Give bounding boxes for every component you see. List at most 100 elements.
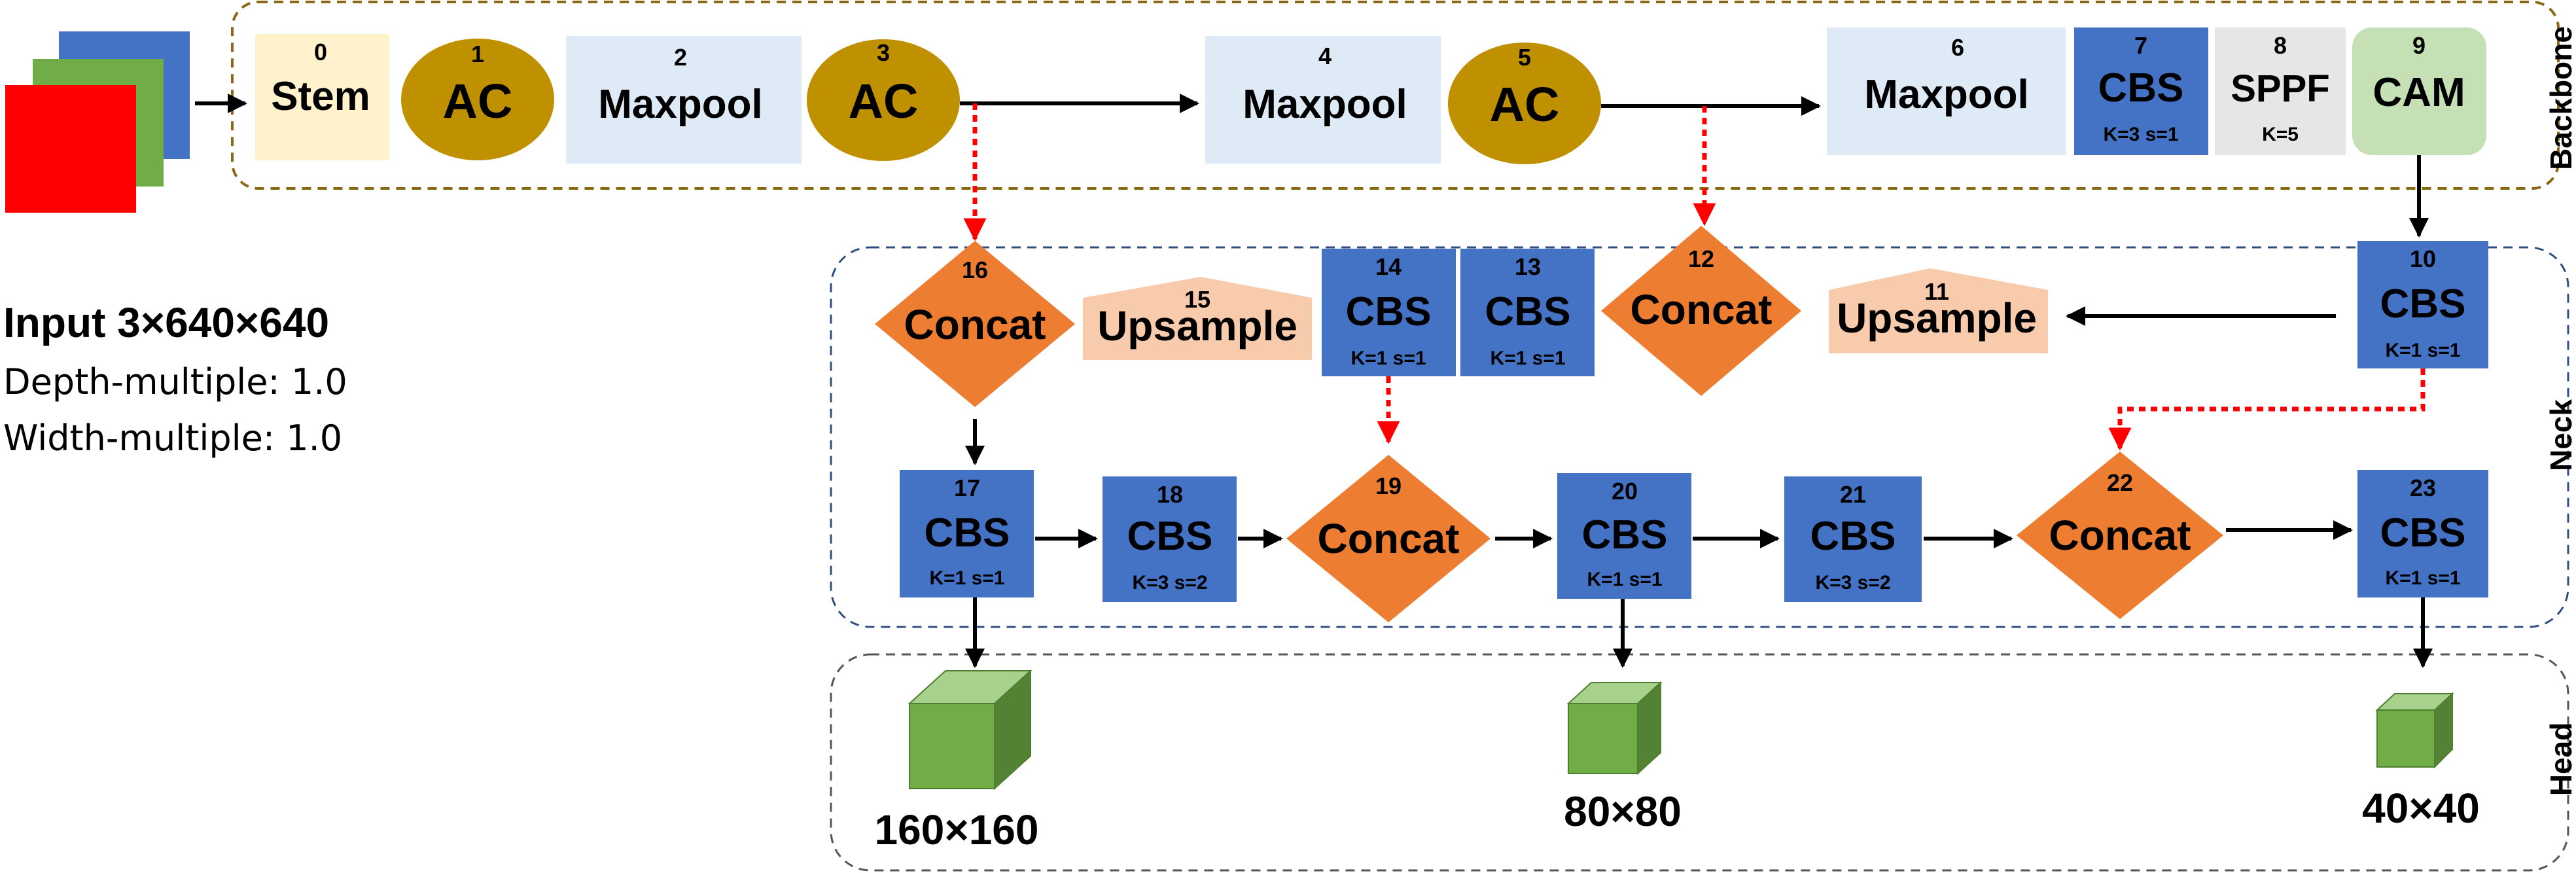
- svg-text:19: 19: [1375, 472, 1402, 499]
- input-depth-multiple: Depth-multiple: 1.0: [3, 361, 347, 402]
- svg-text:K=1 s=1: K=1 s=1: [2385, 340, 2460, 361]
- svg-text:CBS: CBS: [1582, 512, 1668, 558]
- node-19-concat: 19 Concat: [1286, 455, 1491, 622]
- svg-text:CBS: CBS: [2380, 281, 2466, 327]
- node-8-sppf: 8 SPPF K=5: [2215, 27, 2346, 155]
- svg-text:6: 6: [1951, 34, 1964, 61]
- input-title: Input 3×640×640: [3, 299, 329, 346]
- svg-text:K=5: K=5: [2262, 124, 2299, 145]
- input-channel-red: [5, 85, 136, 213]
- svg-text:Maxpool: Maxpool: [1243, 82, 1407, 127]
- svg-text:CBS: CBS: [1485, 289, 1571, 334]
- svg-text:20: 20: [1612, 478, 1638, 505]
- svg-text:CBS: CBS: [1346, 289, 1432, 334]
- svg-text:K=3 s=1: K=3 s=1: [2103, 124, 2178, 145]
- svg-text:15: 15: [1184, 286, 1210, 313]
- svg-text:CBS: CBS: [2098, 65, 2184, 111]
- svg-text:Stem: Stem: [271, 74, 370, 119]
- svg-text:K=1 s=1: K=1 s=1: [1587, 569, 1662, 590]
- svg-text:K=1 s=1: K=1 s=1: [2385, 567, 2460, 589]
- node-2-maxpool: 2 Maxpool: [566, 36, 802, 164]
- svg-text:4: 4: [1318, 43, 1332, 69]
- svg-text:9: 9: [2412, 32, 2426, 59]
- svg-text:Concat: Concat: [1631, 286, 1773, 333]
- neck-label: Neck: [2544, 399, 2576, 471]
- svg-text:1: 1: [471, 41, 484, 67]
- node-23-cbs: 23 CBS K=1 s=1: [2357, 470, 2488, 597]
- head-cube-40: [2375, 692, 2454, 769]
- node-15-upsample: 15 Upsample: [1083, 277, 1312, 360]
- svg-text:21: 21: [1840, 481, 1866, 508]
- svg-text:K=3 s=2: K=3 s=2: [1815, 572, 1890, 594]
- svg-text:AC: AC: [443, 74, 513, 128]
- head-size-80: 80×80: [1564, 788, 1682, 835]
- head-size-40: 40×40: [2362, 785, 2480, 832]
- svg-text:22: 22: [2107, 469, 2133, 496]
- svg-text:8: 8: [2274, 32, 2287, 59]
- node-16-concat: 16 Concat: [875, 241, 1075, 407]
- svg-text:CBS: CBS: [1127, 514, 1213, 559]
- node-18-cbs: 18 CBS K=3 s=2: [1103, 476, 1237, 602]
- head-size-160: 160×160: [875, 806, 1039, 853]
- node-0-stem: 0 Stem: [255, 34, 389, 160]
- svg-text:Concat: Concat: [2049, 512, 2191, 559]
- svg-text:5: 5: [1518, 44, 1531, 71]
- input-image-stack: [5, 31, 190, 213]
- svg-text:Concat: Concat: [904, 301, 1046, 348]
- svg-text:AC: AC: [849, 74, 919, 128]
- svg-text:CBS: CBS: [925, 510, 1010, 556]
- node-1-ac: 1 AC: [401, 39, 554, 160]
- svg-text:3: 3: [877, 39, 890, 66]
- svg-text:13: 13: [1515, 253, 1541, 280]
- head-cube-160: [908, 669, 1032, 791]
- svg-text:K=1 s=1: K=1 s=1: [1490, 347, 1565, 369]
- svg-text:12: 12: [1688, 245, 1714, 272]
- node-9-cam: 9 CAM: [2352, 27, 2486, 155]
- backbone-label: Backbone: [2544, 26, 2576, 170]
- node-4-maxpool: 4 Maxpool: [1205, 36, 1441, 164]
- node-11-upsample: 11 Upsample: [1829, 268, 2048, 353]
- head-label: Head: [2544, 722, 2576, 796]
- svg-text:Concat: Concat: [1318, 515, 1460, 562]
- node-14-cbs: 14 CBS K=1 s=1: [1322, 249, 1456, 376]
- svg-text:7: 7: [2134, 32, 2147, 59]
- node-5-ac: 5 AC: [1448, 43, 1601, 164]
- svg-text:Upsample: Upsample: [1097, 302, 1297, 349]
- neck-frame: [830, 246, 2569, 628]
- svg-text:AC: AC: [1490, 77, 1560, 132]
- head-frame: [830, 653, 2569, 872]
- node-6-maxpool: 6 Maxpool: [1827, 27, 2066, 155]
- node-13-cbs: 13 CBS K=1 s=1: [1460, 249, 1595, 376]
- node-22-concat: 22 Concat: [2017, 452, 2223, 619]
- input-width-multiple: Width-multiple: 1.0: [3, 418, 342, 459]
- svg-text:SPPF: SPPF: [2231, 67, 2330, 110]
- svg-text:Maxpool: Maxpool: [598, 82, 762, 127]
- svg-text:17: 17: [954, 474, 980, 501]
- svg-text:K=1 s=1: K=1 s=1: [929, 567, 1004, 589]
- svg-text:14: 14: [1375, 253, 1402, 280]
- svg-text:2: 2: [674, 44, 687, 71]
- node-7-cbs: 7 CBS K=3 s=1: [2074, 27, 2208, 155]
- svg-text:Maxpool: Maxpool: [1864, 72, 2028, 117]
- svg-text:0: 0: [314, 39, 327, 65]
- node-10-cbs: 10 CBS K=1 s=1: [2357, 241, 2488, 368]
- svg-text:11: 11: [1924, 278, 1949, 305]
- svg-text:18: 18: [1157, 481, 1183, 508]
- svg-text:K=1 s=1: K=1 s=1: [1350, 347, 1426, 369]
- svg-text:CBS: CBS: [2380, 510, 2466, 556]
- dashed-10-to-22: [2108, 368, 2426, 451]
- head-cube-80: [1566, 681, 1663, 775]
- svg-text:CBS: CBS: [1810, 514, 1896, 559]
- node-21-cbs: 21 CBS K=3 s=2: [1784, 476, 1922, 602]
- svg-text:10: 10: [2410, 245, 2436, 272]
- svg-text:K=3 s=2: K=3 s=2: [1132, 572, 1207, 594]
- node-17-cbs: 17 CBS K=1 s=1: [900, 470, 1034, 597]
- node-3-ac: 3 AC: [807, 39, 960, 161]
- node-12-concat: 12 Concat: [1601, 226, 1801, 396]
- node-20-cbs: 20 CBS K=1 s=1: [1557, 473, 1691, 599]
- svg-text:Upsample: Upsample: [1837, 294, 2037, 342]
- svg-text:16: 16: [962, 257, 988, 283]
- svg-text:CAM: CAM: [2373, 70, 2465, 115]
- svg-text:23: 23: [2410, 474, 2436, 501]
